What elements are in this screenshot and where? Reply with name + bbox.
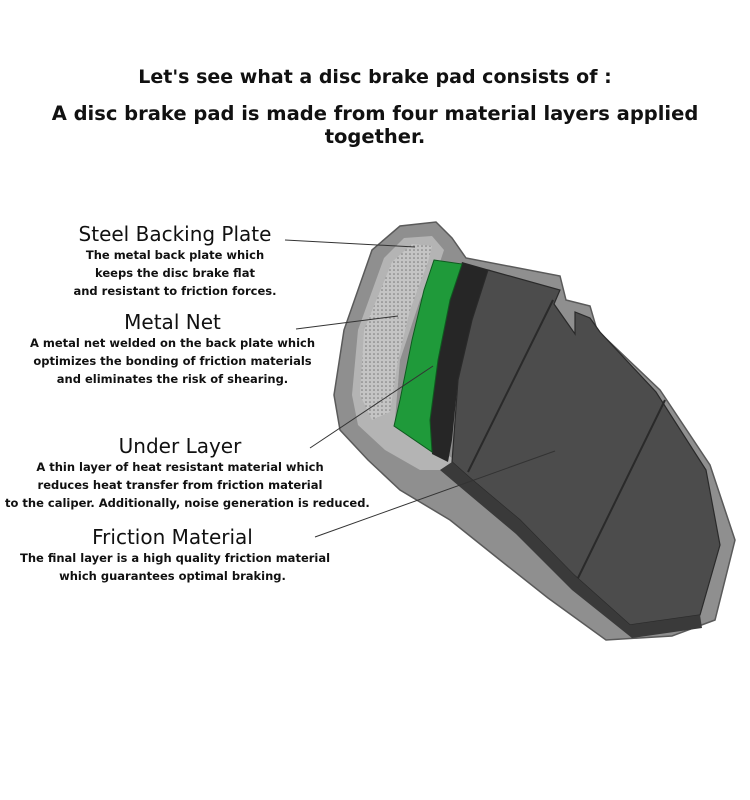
friction-material-shape: [451, 269, 721, 626]
metal-net-title: Metal Net: [124, 310, 221, 334]
friction-material-title: Friction Material: [92, 525, 253, 549]
steel-backing-plate-desc-2: keeps the disc brake flat: [95, 266, 255, 280]
under-layer-title: Under Layer: [118, 434, 242, 458]
leader-line-steel: [284, 239, 416, 248]
leader-line-friction: [314, 450, 556, 538]
leader-line-under: [309, 365, 434, 449]
leader-line-net: [295, 315, 399, 330]
metal-net-shape: [360, 244, 432, 420]
friction-groove-2: [577, 399, 666, 579]
label-under-layer: Under Layer A thin layer of heat resista…: [5, 434, 370, 512]
dark-under-layer-shape: [430, 262, 490, 462]
metal-net-desc-3: and eliminates the risk of shearing.: [56, 372, 289, 386]
under-layer-green-shape: [393, 259, 463, 453]
under-layer-desc-2: reduces heat transfer from friction mate…: [37, 478, 323, 492]
label-metal-net: Metal Net A metal net welded on the back…: [15, 310, 330, 388]
steel-backing-plate-desc-1: The metal back plate which: [85, 248, 265, 262]
heading-line-1: Let's see what a disc brake pad consists…: [138, 66, 612, 88]
metal-net-desc-2: optimizes the bonding of friction materi…: [33, 354, 312, 368]
under-layer-desc-3: to the caliper. Additionally, noise gene…: [5, 496, 370, 510]
steel-backing-plate-desc-3: and resistant to friction forces.: [73, 284, 277, 298]
friction-groove-1: [467, 299, 554, 473]
friction-material-desc-2: which guarantees optimal braking.: [59, 569, 286, 583]
label-friction-material: Friction Material The final layer is a h…: [20, 525, 331, 585]
steel-backing-plate-title: Steel Backing Plate: [78, 222, 272, 246]
friction-material-side: [440, 462, 702, 638]
heading-line-2: A disc brake pad is made from four mater…: [51, 102, 699, 148]
label-steel-backing-plate: Steel Backing Plate The metal back plate…: [55, 222, 295, 300]
metal-net-desc-1: A metal net welded on the back plate whi…: [29, 336, 316, 350]
friction-material-desc-1: The final layer is a high quality fricti…: [20, 551, 331, 565]
under-layer-desc-1: A thin layer of heat resistant material …: [36, 460, 324, 474]
